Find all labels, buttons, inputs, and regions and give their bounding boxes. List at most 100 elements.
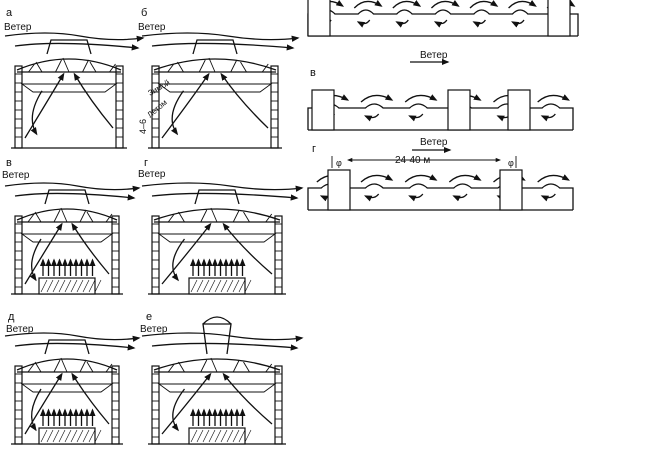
heat-source <box>188 427 246 445</box>
roof-profile <box>307 89 574 131</box>
truss-member <box>243 211 250 223</box>
building-section <box>141 182 304 295</box>
tall-section <box>311 89 335 131</box>
circulation-arrow <box>171 238 186 282</box>
wind-arrow <box>151 42 295 51</box>
source-hatch <box>40 279 48 293</box>
profile-flow-arrow <box>353 0 383 9</box>
profile-eddy-arrow <box>511 19 525 28</box>
source-hatch <box>58 429 66 443</box>
source-hatch <box>64 429 72 443</box>
profile-flow-arrow <box>360 174 394 183</box>
wind-arrow <box>141 182 304 192</box>
wind-arrow <box>151 342 299 351</box>
truss-member <box>27 363 35 373</box>
source-hatch <box>214 429 222 443</box>
source-hatch <box>214 279 222 293</box>
truss-member <box>89 61 97 73</box>
crane-beam <box>20 383 114 393</box>
inflow-arrow <box>24 372 63 435</box>
source-hatch <box>196 279 204 293</box>
source-hatch <box>196 429 204 443</box>
roof-profiles <box>307 0 579 211</box>
panel-g-letter: г <box>144 157 148 169</box>
inflow-arrow <box>161 372 212 435</box>
truss-member <box>232 359 240 373</box>
inflow-arrow <box>161 72 210 139</box>
building-section <box>4 32 145 149</box>
source-hatch <box>238 429 246 443</box>
wind-arrow <box>14 192 136 201</box>
source-hatch <box>76 429 84 443</box>
profile-flow-arrow <box>448 174 482 183</box>
truss-member <box>265 213 273 223</box>
circulation-arrow <box>170 90 185 136</box>
source-hatch <box>82 429 90 443</box>
profile-eddy-arrow <box>408 193 424 202</box>
source-hatch <box>190 279 198 293</box>
source-hatch <box>238 279 246 293</box>
truss-member <box>178 361 185 373</box>
inflow-arrow <box>24 222 63 285</box>
profile-3-letter: г <box>312 143 316 155</box>
building-section <box>141 316 304 445</box>
source-hatch <box>244 429 252 443</box>
source-hatch <box>46 279 54 293</box>
panel-d-letter: д <box>8 311 15 323</box>
tall-section <box>507 89 531 131</box>
roof-profile <box>307 169 574 211</box>
roof-arch <box>16 58 122 71</box>
source-hatch <box>208 279 216 293</box>
panel-b-height-label: 4–6 <box>138 119 148 134</box>
source-hatch <box>208 429 216 443</box>
wind-arrow <box>14 342 136 351</box>
truss-member <box>27 213 35 223</box>
wind-arrow <box>14 42 140 51</box>
truss-member <box>34 211 42 223</box>
column-left <box>14 215 23 295</box>
panel-e-letter: е <box>146 311 152 323</box>
roof-lantern <box>192 39 238 55</box>
roof-lantern <box>44 339 90 355</box>
source-hatch <box>46 429 54 443</box>
source-hatch <box>58 279 66 293</box>
profile-flow-arrow <box>508 0 537 9</box>
column-left <box>14 65 23 149</box>
building-section <box>4 332 141 445</box>
truss-member <box>53 359 61 373</box>
truss-member <box>79 209 87 223</box>
panel-e-wind-label: Ветер <box>140 324 168 335</box>
column-right <box>111 215 120 295</box>
profile-eddy-arrow <box>540 113 556 122</box>
panel-v-letter: в <box>6 157 12 169</box>
roof-lantern <box>194 189 240 205</box>
source-hatch <box>82 279 90 293</box>
profile-1-wind-label: Ветер <box>420 50 448 61</box>
profile-flow-arrow <box>430 0 460 9</box>
source-hatch <box>40 429 48 443</box>
truss-member <box>198 59 206 73</box>
inflow-arrow <box>222 222 273 275</box>
source-hatch <box>232 279 240 293</box>
building-section <box>141 32 300 149</box>
truss-member <box>200 359 208 373</box>
truss-member <box>177 61 184 73</box>
profile-3-phi-left: φ <box>336 158 342 168</box>
exhaust-shaft <box>202 323 232 355</box>
inflow-arrow <box>161 222 212 285</box>
tall-section <box>499 169 523 211</box>
truss-member <box>167 363 175 373</box>
profile-eddy-arrow <box>395 19 409 28</box>
truss-member <box>232 209 240 223</box>
profile-flow-arrow <box>360 94 394 103</box>
wind-arrow <box>151 192 299 201</box>
truss-member <box>210 357 218 373</box>
wind-arrow <box>4 332 141 342</box>
roof-arch <box>16 208 118 221</box>
roof-arch <box>153 208 281 221</box>
circulation-arrow <box>171 388 186 432</box>
tall-section <box>547 0 571 37</box>
roof-profile <box>307 0 579 37</box>
profile-eddy-arrow <box>408 113 424 122</box>
